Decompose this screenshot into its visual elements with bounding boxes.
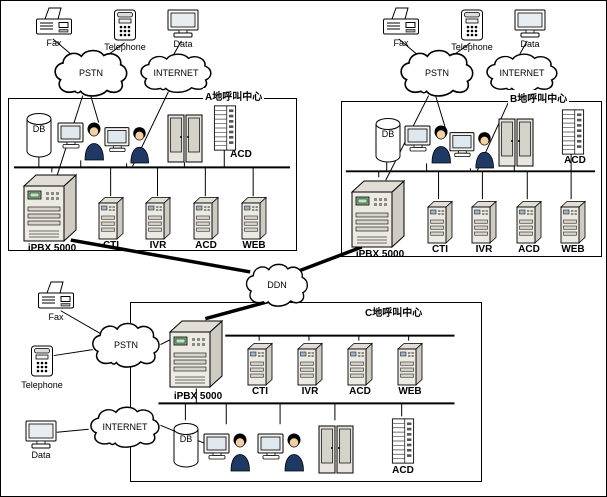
server-ivr-a-label: IVR	[149, 240, 167, 251]
call-center-a-box	[8, 98, 297, 251]
pstn-a-label: PSTN	[78, 68, 103, 78]
acd-rack-a-label: ACD	[230, 149, 252, 160]
database-c-icon	[172, 422, 200, 468]
server-acd-c-label: ACD	[349, 386, 371, 397]
server-ivr-b-label: IVR	[475, 244, 493, 255]
server-cti-b-label: CTI	[431, 244, 449, 255]
internet-a-cloud: INTERNET	[137, 52, 215, 94]
ipbx-b-label: iPBX 5000	[355, 249, 405, 260]
call-center-b-title: B地呼叫中心	[508, 90, 570, 105]
cabinet-b-icon	[498, 115, 534, 167]
server-acd-c-icon	[346, 342, 374, 386]
ipbx-c-icon	[168, 318, 226, 390]
database-a-label: DB	[32, 124, 46, 134]
telephone-c-label: Telephone	[21, 380, 63, 390]
data-a-icon	[165, 9, 201, 39]
internet-c-label: INTERNET	[102, 422, 148, 432]
server-acd-b-icon	[515, 200, 543, 244]
server-ivr-c-icon	[296, 342, 324, 386]
data-b-icon	[512, 9, 548, 39]
server-cti-a-label: CTI	[102, 240, 120, 251]
server-acd-a-icon	[192, 196, 220, 240]
ipbx-b-icon	[350, 178, 408, 250]
data-c-label: Data	[31, 450, 51, 460]
agent-workstation-a2-icon	[103, 118, 151, 164]
server-web-a-label: WEB	[242, 240, 266, 251]
internet-c-cloud: INTERNET	[87, 405, 163, 449]
internet-b-label: INTERNET	[499, 68, 545, 78]
call-center-c-title: C地呼叫中心	[363, 304, 425, 319]
database-b-label: DB	[381, 129, 395, 139]
database-c-label: DB	[179, 434, 193, 444]
server-ivr-c-label: IVR	[301, 386, 319, 397]
call-center-a-title: A地呼叫中心	[203, 88, 265, 103]
call-center-c-box	[130, 302, 482, 482]
telephone-b-icon	[460, 8, 484, 42]
server-ivr-b-icon	[470, 200, 498, 244]
ddn-cloud: DDN	[243, 262, 311, 308]
server-cti-c-icon	[246, 342, 274, 386]
telephone-c-icon	[30, 343, 54, 379]
pstn-c-label: PSTN	[113, 340, 138, 350]
server-web-b-label: WEB	[561, 244, 585, 255]
fax-a-label: Fax	[46, 38, 62, 48]
agent-workstation-c2-icon	[257, 424, 305, 472]
server-web-a-icon	[240, 196, 268, 240]
server-acd-b-label: ACD	[518, 244, 540, 255]
telephone-a-icon	[113, 8, 137, 42]
server-cti-b-icon	[426, 200, 454, 244]
acd-rack-b-icon	[561, 109, 585, 155]
ipbx-a-icon	[22, 172, 80, 244]
pstn-c-cloud: PSTN	[89, 321, 163, 369]
server-cti-c-label: CTI	[251, 386, 269, 397]
data-c-icon	[23, 420, 59, 450]
acd-rack-b-label: ACD	[564, 155, 586, 166]
fax-c-label: Fax	[48, 312, 64, 322]
acd-rack-c-icon	[391, 418, 415, 464]
pstn-b-label: PSTN	[424, 68, 449, 78]
call-center-b-box	[341, 101, 602, 257]
cabinet-a-icon	[167, 111, 203, 163]
ipbx-c-label: iPBX 5000	[173, 391, 223, 402]
telephone-b-label: Telephone	[451, 42, 493, 52]
server-web-c-label: WEB	[398, 386, 422, 397]
server-web-b-icon	[559, 200, 587, 244]
acd-rack-c-label: ACD	[392, 465, 414, 476]
internet-b-cloud: INTERNET	[483, 52, 561, 94]
server-web-c-icon	[396, 342, 424, 386]
fax-c-icon	[36, 280, 76, 312]
fax-a-icon	[34, 6, 74, 38]
fax-b-icon	[381, 6, 421, 38]
database-a-icon	[25, 112, 53, 158]
data-a-label: Data	[173, 39, 193, 49]
internet-a-label: INTERNET	[153, 68, 199, 78]
agent-workstation-c1-icon	[203, 424, 251, 472]
telephone-a-label: Telephone	[104, 42, 146, 52]
agent-workstation-b1-icon	[404, 116, 452, 164]
server-acd-a-label: ACD	[195, 240, 217, 251]
agent-workstation-b2-icon	[448, 123, 496, 169]
cabinet-c-icon	[318, 422, 354, 474]
server-cti-a-icon	[97, 196, 125, 240]
pstn-a-cloud: PSTN	[51, 48, 131, 98]
agent-workstation-a1-icon	[57, 113, 105, 161]
database-b-icon	[374, 117, 402, 163]
data-b-label: Data	[520, 39, 540, 49]
server-ivr-a-icon	[144, 196, 172, 240]
acd-rack-a-icon	[213, 105, 237, 151]
pstn-b-cloud: PSTN	[397, 48, 477, 98]
fax-b-label: Fax	[393, 38, 409, 48]
ddn-label: DDN	[267, 280, 287, 290]
ipbx-a-label: iPBX 5000	[27, 243, 77, 254]
